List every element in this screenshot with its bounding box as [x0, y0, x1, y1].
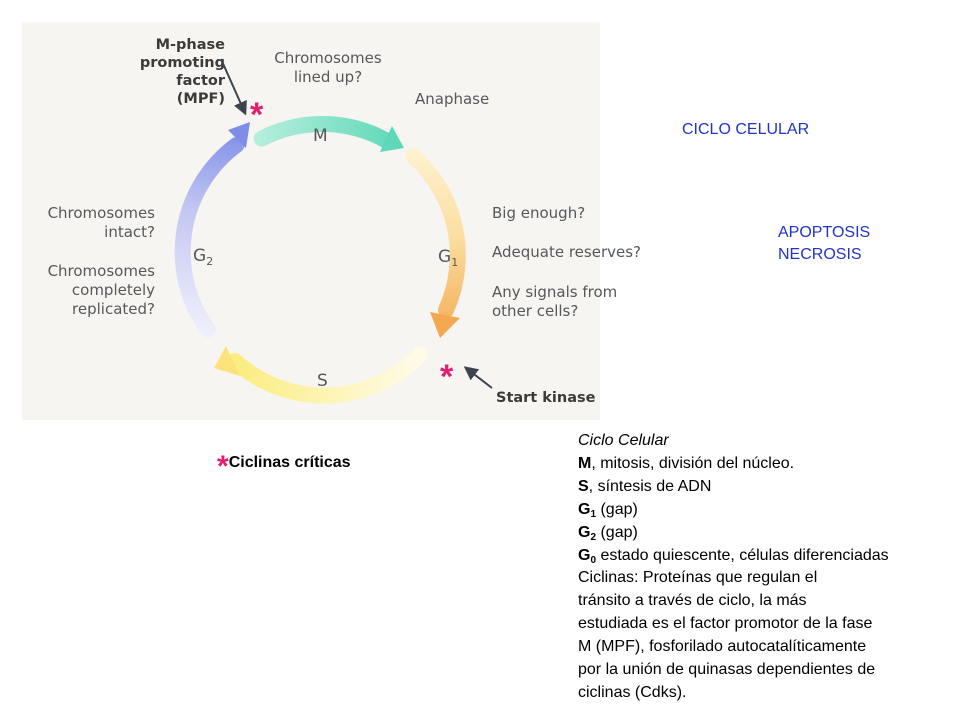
diagram-background [22, 22, 600, 420]
ciclo-celular-title: CICLO CELULAR [682, 121, 810, 138]
notes-body-line-1: Ciclinas: Proteínas que regulan el [578, 569, 818, 587]
checkpoint-g2-line-1: Chromosomes [48, 204, 156, 222]
checkpoint-g2-line-5: replicated? [72, 300, 155, 318]
checkpoint-g1-line-4: other cells? [492, 302, 578, 320]
checkpoint-g1-line-2: Adequate reserves? [492, 243, 641, 261]
legend-star-icon: * [217, 450, 229, 483]
notes-body-line-5: por la unión de quinasas dependientes de [578, 661, 876, 679]
phase-g1-label: G1 [438, 247, 458, 269]
mpf-arrow [220, 58, 247, 116]
notes-body-line-4: M (MPF), fosforilado autocatalíticamente [578, 638, 867, 656]
checkpoint-g2-line-4: completely [72, 281, 155, 299]
arc-m-arrowhead [380, 126, 404, 152]
mpf-label-line-4: (MPF) [177, 91, 225, 107]
checkpoint-g2-line-2: intact? [104, 223, 155, 241]
mpf-label-line-1: M-phase [156, 37, 226, 53]
arc-g2-arrowhead [228, 122, 250, 148]
mpf-label-line-2: promoting [140, 55, 225, 71]
legend-label: Ciclinas críticas [228, 454, 351, 471]
checkpoint-g1-line-3: Any signals from [492, 283, 617, 301]
checkpoint-g1-line-1: Big enough? [492, 204, 585, 222]
arc-g2 [174, 137, 245, 338]
start-kinase-star-icon: * [440, 358, 454, 396]
notes-g0: G0 estado quiescente, células diferencia… [578, 546, 889, 566]
checkpoint-m-line-1: Chromosomes [274, 49, 382, 67]
mpf-star-icon: * [250, 96, 264, 134]
anaphase-label: Anaphase [415, 90, 489, 108]
arc-g1 [405, 148, 466, 318]
notes-g1: G1 (gap) [578, 500, 638, 520]
notes-m: M, mitosis, división del núcleo. [578, 454, 795, 472]
necrosis-label: NECROSIS [778, 246, 862, 263]
apoptosis-necrosis-block: APOPTOSIS NECROSIS [778, 222, 870, 266]
arc-s-arrowhead [214, 346, 240, 376]
notes-block: Ciclo Celular M, mitosis, división del n… [578, 430, 953, 705]
start-kinase-label: Start kinase [496, 390, 596, 406]
phase-g2-label: G2 [193, 246, 213, 268]
arc-s [227, 347, 428, 404]
ciclinas-criticas-legend: *Ciclinas críticas [217, 450, 351, 488]
phase-m-label: M [313, 126, 328, 146]
arc-m [253, 116, 397, 150]
apoptosis-label: APOPTOSIS [778, 224, 871, 241]
notes-body-line-3: estudiada es el factor promotor de la fa… [578, 615, 873, 633]
start-kinase-arrow [463, 366, 493, 389]
checkpoint-g2-line-3: Chromosomes [48, 262, 156, 280]
notes-heading: Ciclo Celular [578, 432, 669, 449]
mpf-label-line-3: factor [176, 73, 226, 89]
notes-s: S, síntesis de ADN [578, 477, 712, 495]
arc-g1-arrowhead [430, 312, 460, 338]
checkpoint-m-line-2: lined up? [294, 68, 362, 86]
notes-g2: G2 (gap) [578, 523, 638, 543]
notes-body-line-6: ciclinas (Cdks). [578, 683, 687, 701]
notes-body-line-2: tránsito a través de ciclo, la más [578, 592, 807, 610]
phase-s-label: S [317, 371, 328, 391]
